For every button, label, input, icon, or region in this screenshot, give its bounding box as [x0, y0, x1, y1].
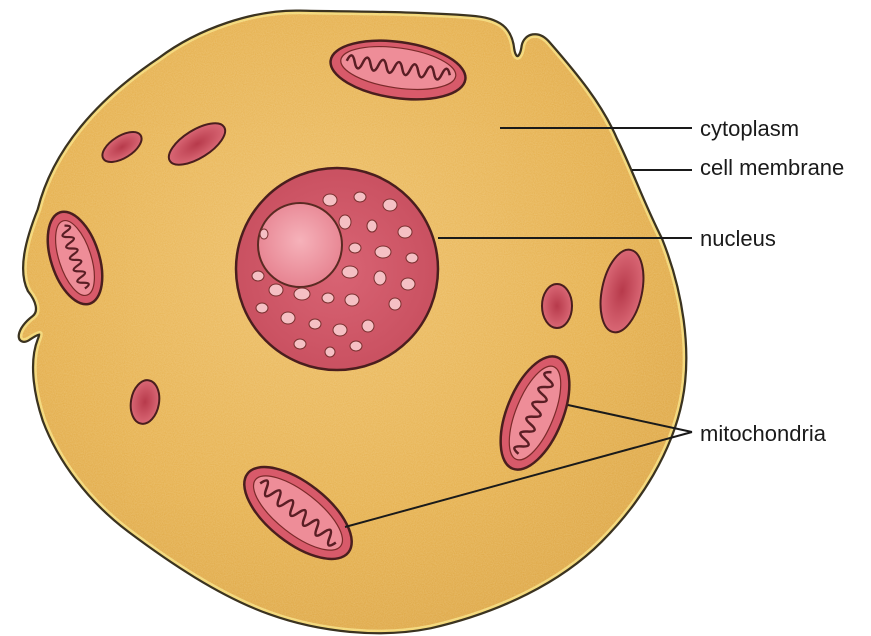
label-nucleus: nucleus [700, 228, 776, 250]
nucleus [236, 168, 438, 370]
label-cytoplasm: cytoplasm [700, 118, 799, 140]
label-mitochondria: mitochondria [700, 423, 826, 445]
vesicle [542, 284, 572, 328]
label-cell-membrane: cell membrane [700, 157, 844, 179]
nucleolus [258, 203, 342, 287]
